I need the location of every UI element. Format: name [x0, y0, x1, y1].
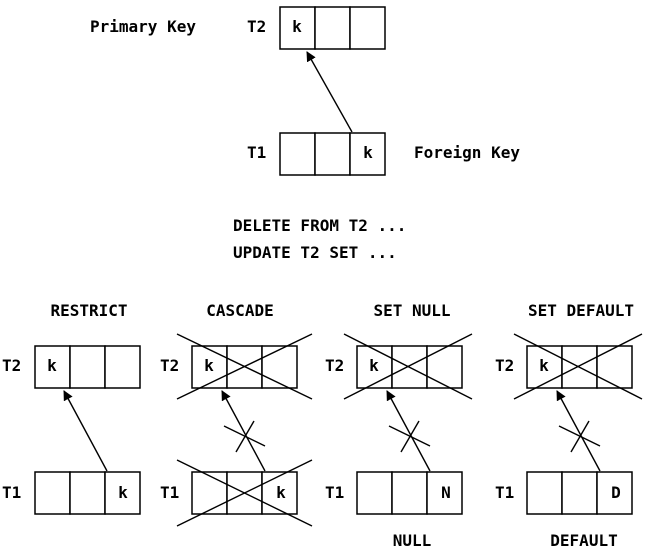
top-t2-cell-3	[349, 6, 386, 50]
top-t1-table: k	[279, 132, 386, 176]
t1-default-value: D	[611, 483, 621, 502]
top-t1-label: T1	[247, 143, 266, 162]
t2-deleted-cross-b	[176, 333, 313, 400]
reference-arrow	[221, 390, 266, 472]
t2-cell-3	[104, 345, 141, 389]
t1-deleted-cross-b	[176, 459, 313, 527]
case-caption: NULL	[393, 531, 432, 550]
case-cascade: CASCADE T2 k T1 k	[160, 301, 313, 527]
t2-key-value: k	[539, 356, 549, 375]
t1-key-value: k	[276, 483, 286, 502]
case-t2-label: T2	[325, 356, 344, 375]
top-relationship: Primary Key T2 k T1 k Foreign Key	[90, 6, 520, 176]
top-t1-cell-3	[349, 132, 386, 176]
top-t2-label: T2	[247, 17, 266, 36]
reference-arrow	[556, 390, 601, 472]
case-title: CASCADE	[206, 301, 273, 320]
case-title: SET DEFAULT	[528, 301, 634, 320]
case-title: SET NULL	[373, 301, 450, 320]
t1-key-value: k	[118, 483, 128, 502]
t1-cell-2	[561, 471, 598, 515]
t1-cell-1	[34, 471, 71, 515]
case-t2-label: T2	[495, 356, 514, 375]
t2-cell-1	[191, 345, 228, 389]
top-t2-table: k	[279, 6, 386, 50]
reference-arrow	[386, 390, 431, 472]
case-caption: DEFAULT	[550, 531, 617, 550]
t2-cell-3	[426, 345, 463, 389]
t2-cell-1	[356, 345, 393, 389]
case-title: RESTRICT	[50, 301, 127, 320]
case-set-default: SET DEFAULT T2 k T1 D DEFAULT	[495, 301, 643, 550]
top-t2-cell-2	[314, 6, 351, 50]
reference-arrow	[63, 390, 108, 472]
reference-removed-cross-b	[235, 420, 255, 453]
t2-cell-1	[34, 345, 71, 389]
t1-cell-3	[596, 471, 633, 515]
case-t1-label: T1	[160, 483, 179, 502]
t1-cell-3	[104, 471, 141, 515]
t1-cell-3	[261, 471, 298, 515]
primary-key-label: Primary Key	[90, 17, 196, 36]
t1-cell-1	[526, 471, 563, 515]
top-t1-cell-2	[314, 132, 351, 176]
t1-null-value: N	[441, 483, 451, 502]
case-set-null: SET NULL T2 k T1 N NULL	[325, 301, 473, 550]
delete-statement: DELETE FROM T2 ...	[233, 216, 406, 235]
case-t2-label: T2	[2, 356, 21, 375]
t1-cell-1	[356, 471, 393, 515]
top-t2-cell-1	[279, 6, 316, 50]
t2-cell-3	[596, 345, 633, 389]
t1-cell-1	[191, 471, 228, 515]
reference-removed-cross-b	[570, 420, 590, 453]
t2-cell-2	[69, 345, 106, 389]
top-reference-arrow	[306, 51, 353, 133]
t1-cell-3	[426, 471, 463, 515]
update-statement: UPDATE T2 SET ...	[233, 243, 397, 262]
t2-cell-1	[526, 345, 563, 389]
t1-cell-2	[69, 471, 106, 515]
case-t2-label: T2	[160, 356, 179, 375]
top-t1-key-value: k	[363, 143, 373, 162]
t2-deleted-cross-b	[513, 333, 643, 400]
case-t1-label: T1	[495, 483, 514, 502]
case-restrict: RESTRICT T2 k T1 k	[2, 301, 141, 515]
t2-cell-2	[561, 345, 598, 389]
t2-cell-3	[261, 345, 298, 389]
t2-key-value: k	[204, 356, 214, 375]
t2-key-value: k	[47, 356, 57, 375]
t1-cell-2	[391, 471, 428, 515]
case-t1-label: T1	[325, 483, 344, 502]
top-t1-cell-1	[279, 132, 316, 176]
t2-deleted-cross-b	[343, 333, 473, 400]
foreign-key-label: Foreign Key	[414, 143, 520, 162]
case-t1-label: T1	[2, 483, 21, 502]
t2-key-value: k	[369, 356, 379, 375]
top-t2-key-value: k	[292, 17, 302, 36]
reference-removed-cross-b	[400, 420, 420, 453]
